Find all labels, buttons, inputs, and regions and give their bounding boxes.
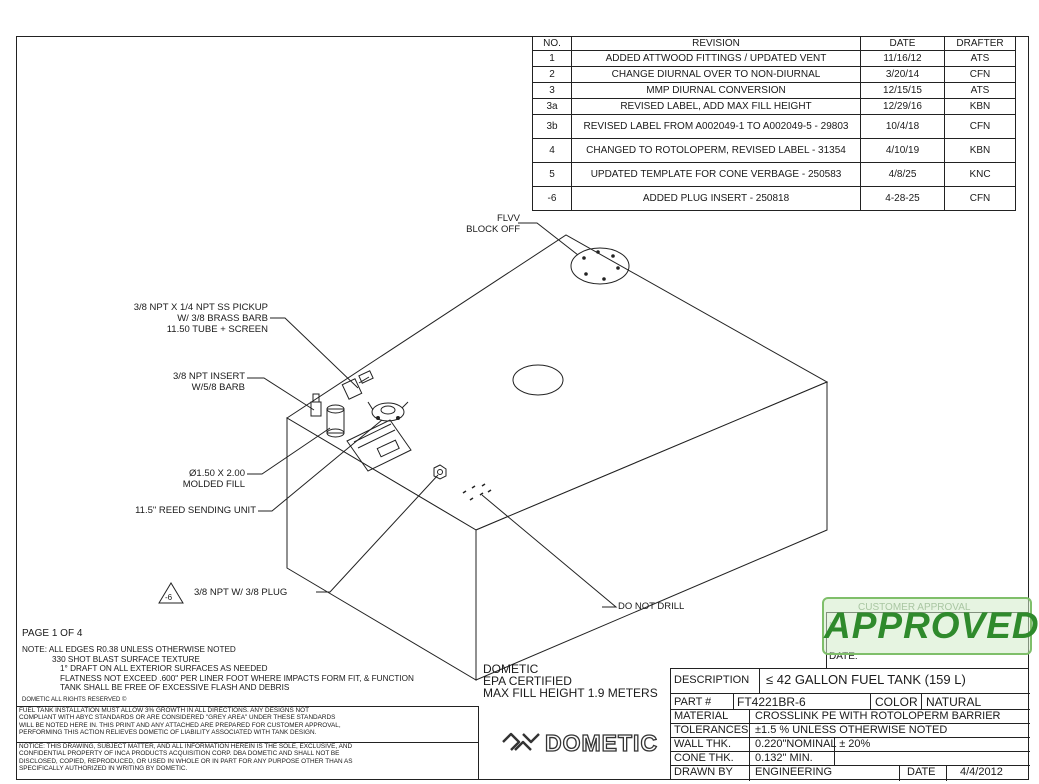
part-label: PART # [674,696,712,708]
date-label: DATE [907,766,936,778]
approval-date-label: DATE: [829,651,858,662]
cone-thickness-value: 0.132" MIN. [755,752,813,764]
dometic-logo-text: DOMETIC [544,729,659,756]
rev-date: 4/8/25 [860,162,945,187]
epa-block: DOMETIC EPA CERTIFIED MAX FILL HEIGHT 1.… [483,663,658,699]
callout-fill: Ø1.50 X 2.00 MOLDED FILL [120,468,245,490]
label-plate [346,419,412,472]
color-label: COLOR [875,695,918,709]
disclaimer-line: FUEL TANK INSTALLATION MUST ALLOW 3% GRO… [19,707,309,714]
tolerances-value: ±1.5 % UNLESS OTHERWISE NOTED [755,724,948,736]
cone-thickness-label: CONE THK. [674,752,734,764]
rev-date: 10/4/18 [860,114,945,139]
disclaimer-line: COMPLIANT WITH ABYC STANDARDS OR ARE CON… [19,714,336,722]
general-notes: NOTE: ALL EDGES R0.38 UNLESS OTHERWISE N… [22,645,414,693]
material-label: MATERIAL [674,710,729,722]
note-line: 1° DRAFT ON ALL EXTERIOR SURFACES AS NEE… [60,664,268,674]
callout-pickup: 3/8 NPT X 1/4 NPT SS PICKUP W/ 3/8 BRASS… [60,302,268,335]
callout-text: BLOCK OFF [466,224,520,235]
dometic-logo-icon [502,732,540,751]
leader-lines [247,222,618,608]
callout-flvv: FLVV BLOCK OFF [440,213,520,235]
flvv-plate [570,247,630,285]
description-label: DESCRIPTION [674,674,750,686]
note-line: TANK SHALL BE FREE OF EXCESSIVE FLASH AN… [60,683,290,693]
approved-stamp-text: APPROVED [824,605,1039,646]
rev-drafter: KNC [944,162,1016,187]
part-number: FT4221BR-6 [737,695,806,709]
plug-fitting [433,464,447,480]
revision-triangle-label: -6 [165,593,173,602]
revision-triangle [158,582,184,604]
epa-line: EPA CERTIFIED [483,674,572,688]
disclaimer-line: PERFORMING THIS ACTION RELIEVES DOMETIC … [19,729,317,737]
wall-thickness-label: WALL THK. [674,738,732,750]
callout-text: 3/8 NPT X 1/4 NPT SS PICKUP [133,302,268,313]
callout-do-not-drill: DO NOT DRILL [618,601,685,612]
rev-desc: ADDED PLUG INSERT - 250818 [571,186,861,211]
confidentiality-notice: NOTICE: THIS DRAWING, SUBJECT MATTER, AN… [16,742,478,773]
callout-text: W/ 3/8 BRASS BARB [177,313,268,324]
material-value: CROSSLINK PE WITH ROTOLOPERM BARRIER [755,710,1001,722]
epa-line: DOMETIC [483,662,539,676]
page-number: PAGE 1 OF 4 [22,628,83,639]
description-value: ≤ 42 GALLON FUEL TANK (159 L) [766,672,966,687]
date-value: 4/4/2012 [960,766,1003,778]
callout-insert: 3/8 NPT INSERT W/5/8 BARB [120,371,245,393]
drawn-by-value: ENGINEERING [755,766,833,778]
approved-stamp: CUSTOMER APPROVAL APPROVED [822,597,1039,655]
rev-drafter: KBN [944,138,1016,163]
rights-reserved: DOMETIC ALL RIGHTS RESERVED © [22,697,127,703]
note-line: NOTE: ALL EDGES R0.38 UNLESS OTHERWISE N… [22,645,236,654]
callout-text: 11.50 TUBE + SCREEN [166,324,268,335]
center-pad [512,364,564,396]
color-value: NATURAL [926,695,982,709]
rev-no: -6 [532,186,572,211]
rev-desc: REVISED LABEL FROM A002049-1 TO A002049-… [571,114,861,139]
callout-text: 3/8 NPT INSERT [173,371,245,382]
callout-text: Ø1.50 X 2.00 [189,468,245,479]
note-line: 330 SHOT BLAST SURFACE TEXTURE [52,654,200,664]
tank-front-face [475,381,828,681]
approval-faint-label: CUSTOMER APPROVAL [858,602,971,613]
disclaimer-line: NOTICE: THIS DRAWING, SUBJECT MATTER, AN… [19,743,353,750]
drawing-sheet-border [16,36,1029,780]
callout-text: FLVV [496,213,520,224]
callout-plug: 3/8 NPT W/ 3/8 PLUG [194,587,288,598]
callout-text: W/5/8 BARB [191,382,245,393]
drawn-by-label: DRAWN BY [674,766,733,778]
callout-reed: 11.5" REED SENDING UNIT [135,505,256,516]
title-block: DESCRIPTION ≤ 42 GALLON FUEL TANK (159 L… [670,668,1030,781]
rev-no: 3b [532,114,572,139]
disclaimer-line: SPECIFICALLY AUTHORIZED IN WRITING BY DO… [19,765,188,773]
wall-thickness-value: 0.220"NOMINAL ± 20% [755,738,871,750]
tolerances-label: TOLERANCES [674,724,749,736]
disclaimer-line: WILL BE NOTED HERE IN. THIS PRINT AND AN… [19,721,341,729]
installation-disclaimer: FUEL TANK INSTALLATION MUST ALLOW 3% GRO… [16,706,478,737]
rev-drafter: CFN [944,186,1016,211]
epa-line: MAX FILL HEIGHT 1.9 METERS [483,686,658,700]
disclaimer-line: CONFIDENTIAL PROPERTY OF INCA PRODUCTS A… [19,750,340,758]
rev-date: 4/10/19 [860,138,945,163]
note-line: FLATNESS NOT EXCEED .600" PER LINER FOOT… [60,673,414,683]
disclaimer-line: DISCLOSED, COPIED, REPRODUCED, OR USED I… [19,757,353,765]
callout-text: MOLDED FILL [182,479,245,490]
